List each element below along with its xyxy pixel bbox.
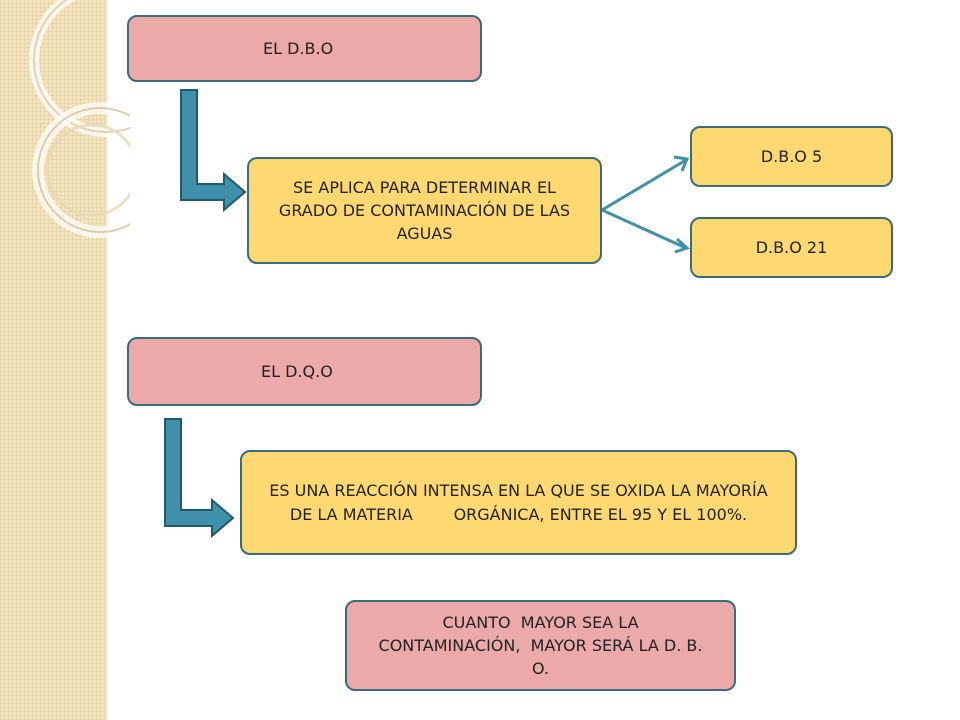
dbo-title-label: EL D.B.O xyxy=(263,38,334,58)
conclusion-text: CUANTO MAYOR SEA LA CONTAMINACIÓN, MAYOR… xyxy=(378,612,708,679)
elbow-arrow-dqo xyxy=(164,418,235,539)
dbo5-box: D.B.O 5 xyxy=(690,126,893,187)
dqo-title-label: EL D.Q.O xyxy=(261,361,333,381)
dbo-title-box: EL D.B.O xyxy=(127,15,482,82)
decorative-rings xyxy=(29,0,130,238)
dbo-description-box: SE APLICA PARA DETERMINAR EL GRADO DE CO… xyxy=(247,157,602,264)
elbow-arrow-dbo xyxy=(180,89,247,213)
dbo-description-text: SE APLICA PARA DETERMINAR EL GRADO DE CO… xyxy=(278,177,571,244)
side-strip-edge xyxy=(105,0,109,720)
decorative-side-strip xyxy=(0,0,105,720)
dqo-description-text: ES UNA REACCIÓN INTENSA EN LA QUE SE OXI… xyxy=(269,481,773,524)
dbo5-label: D.B.O 5 xyxy=(760,146,823,166)
dqo-description-box: ES UNA REACCIÓN INTENSA EN LA QUE SE OXI… xyxy=(240,450,797,555)
dqo-title-box: EL D.Q.O xyxy=(127,337,482,406)
dbo21-label: D.B.O 21 xyxy=(755,237,828,257)
conclusion-box: CUANTO MAYOR SEA LA CONTAMINACIÓN, MAYOR… xyxy=(345,600,736,691)
branch-arrows xyxy=(601,155,690,254)
dbo21-box: D.B.O 21 xyxy=(690,217,893,278)
